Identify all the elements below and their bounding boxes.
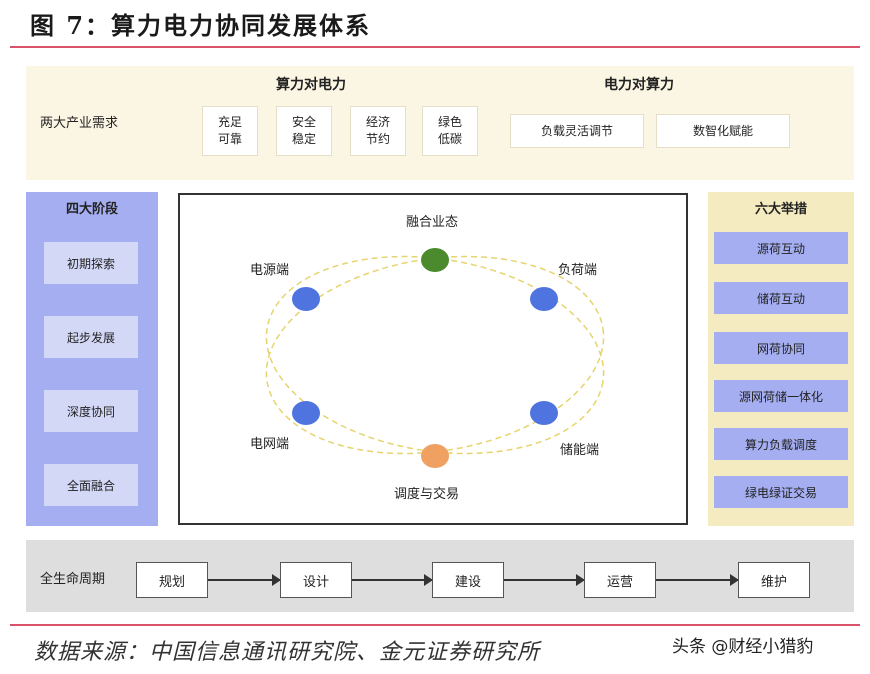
bottom-divider bbox=[10, 624, 860, 626]
node-load-dot bbox=[530, 287, 558, 311]
stages-panel: 四大阶段 初期探索 起步发展 深度协同 全面融合 bbox=[26, 192, 158, 526]
lifecycle-step-design: 设计 bbox=[280, 562, 352, 598]
cycle-diagram: 融合业态 电源端 负荷端 电网端 储能端 调度与交易 bbox=[178, 193, 688, 525]
demand-item-safe-stable: 安全稳定 bbox=[276, 106, 332, 156]
group-compute-to-power-title: 算力对电力 bbox=[276, 77, 346, 93]
lifecycle-section: 全生命周期 规划 设计 建设 运营 维护 bbox=[26, 540, 854, 612]
flow-arrow bbox=[504, 574, 585, 586]
measure-item: 储荷互动 bbox=[714, 282, 848, 314]
node-dispatch-label: 调度与交易 bbox=[394, 487, 460, 502]
measure-item: 源网荷储一体化 bbox=[714, 380, 848, 412]
demand-item-line: 绿色 bbox=[437, 115, 462, 129]
node-load-label: 负荷端 bbox=[558, 263, 598, 278]
demand-item-line: 安全 bbox=[291, 115, 316, 129]
node-power-source-dot bbox=[292, 287, 320, 311]
demand-item-economic-saving: 经济节约 bbox=[350, 106, 406, 156]
measure-item: 网荷协同 bbox=[714, 332, 848, 364]
measures-title: 六大举措 bbox=[754, 202, 807, 217]
demand-label: 两大产业需求 bbox=[40, 116, 119, 131]
flow-arrow bbox=[352, 574, 433, 586]
stages-title: 四大阶段 bbox=[65, 202, 118, 217]
flow-arrow bbox=[208, 574, 281, 586]
demand-item-line: 可靠 bbox=[217, 132, 242, 146]
demand-item-line: 低碳 bbox=[437, 132, 462, 146]
node-storage-dot bbox=[530, 401, 558, 425]
stage-item: 初期探索 bbox=[44, 242, 138, 284]
measure-item: 算力负载调度 bbox=[714, 428, 848, 460]
page-title: 图 7：算力电力协同发展体系 bbox=[30, 11, 372, 40]
orbit-ring bbox=[265, 255, 605, 455]
node-power-source-label: 电源端 bbox=[250, 263, 290, 278]
demand-item-sufficient-reliable: 充足可靠 bbox=[202, 106, 258, 156]
flow-arrow bbox=[656, 574, 739, 586]
demand-item-line: 节约 bbox=[365, 132, 390, 146]
stage-item: 起步发展 bbox=[44, 316, 138, 358]
lifecycle-step-maintain: 维护 bbox=[738, 562, 810, 598]
demand-item-line: 充足 bbox=[217, 115, 242, 129]
cycle-graphic bbox=[265, 248, 605, 468]
node-fusion-dot bbox=[421, 248, 449, 272]
demand-item-flexible-load: 负载灵活调节 bbox=[510, 114, 644, 148]
lifecycle-step-plan: 规划 bbox=[136, 562, 208, 598]
group-power-to-compute-title: 电力对算力 bbox=[604, 77, 674, 93]
measure-item: 源荷互动 bbox=[714, 232, 848, 264]
demand-item-line: 稳定 bbox=[291, 132, 316, 146]
stage-item: 深度协同 bbox=[44, 390, 138, 432]
watermark: 头条 @财经小猎豹 bbox=[668, 632, 818, 657]
demand-item-digital-empower: 数智化赋能 bbox=[656, 114, 790, 148]
top-divider bbox=[10, 46, 860, 48]
demand-item-green-lowcarbon: 绿色低碳 bbox=[422, 106, 478, 156]
lifecycle-step-operate: 运营 bbox=[584, 562, 656, 598]
orbit-ring bbox=[265, 255, 605, 455]
source-note: 数据来源：中国信息通讯研究院、金元证券研究所 bbox=[34, 640, 541, 665]
node-fusion-label: 融合业态 bbox=[406, 215, 459, 230]
measures-panel: 六大举措 源荷互动 储荷互动 网荷协同 源网荷储一体化 算力负载调度 绿电绿证交… bbox=[708, 192, 854, 526]
stage-item: 全面融合 bbox=[44, 464, 138, 506]
node-grid-label: 电网端 bbox=[250, 437, 290, 452]
node-storage-label: 储能端 bbox=[560, 443, 600, 458]
lifecycle-step-build: 建设 bbox=[432, 562, 504, 598]
demand-item-line: 经济 bbox=[365, 115, 390, 129]
node-grid-dot bbox=[292, 401, 320, 425]
demand-section: 两大产业需求 算力对电力 电力对算力 充足可靠 安全稳定 经济节约 绿色低碳 负… bbox=[26, 66, 854, 180]
measure-item: 绿电绿证交易 bbox=[714, 476, 848, 508]
node-dispatch-dot bbox=[421, 444, 449, 468]
lifecycle-label: 全生命周期 bbox=[40, 572, 106, 587]
